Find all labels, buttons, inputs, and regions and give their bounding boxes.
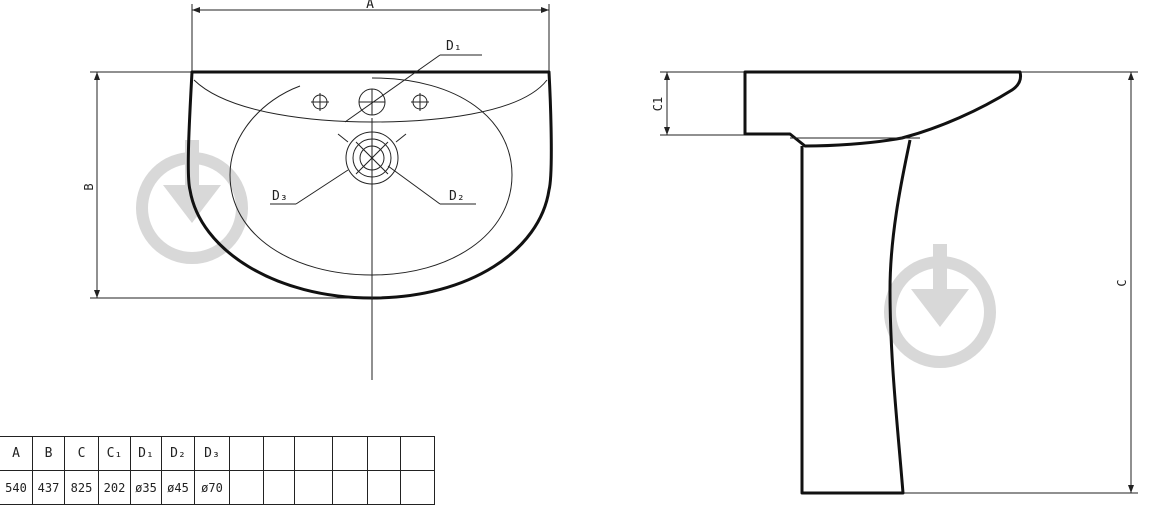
header-empty xyxy=(367,436,401,471)
value-d2: ø45 xyxy=(161,470,195,505)
watermark-download-icon xyxy=(884,244,996,368)
header-empty xyxy=(400,436,435,471)
top-view: A B D₁ D₂ xyxy=(82,0,553,380)
label-d2: D₂ xyxy=(449,189,465,204)
dimension-label-a: A xyxy=(366,0,374,12)
header-empty xyxy=(294,436,333,471)
value-empty xyxy=(367,470,401,505)
dimensions-table: A B C C₁ D₁ D₂ D₃ 540 437 825 202 ø35 ø4… xyxy=(0,436,435,505)
dimension-label-c: C xyxy=(1115,279,1129,286)
value-c: 825 xyxy=(64,470,99,505)
value-c1: 202 xyxy=(98,470,131,505)
header-empty xyxy=(332,436,368,471)
value-a: 540 xyxy=(0,470,33,505)
header-empty xyxy=(229,436,264,471)
side-view: C1 C xyxy=(651,70,1138,495)
header-d1: D₁ xyxy=(130,436,162,471)
value-empty xyxy=(332,470,368,505)
header-b: B xyxy=(32,436,65,471)
value-d1: ø35 xyxy=(130,470,162,505)
header-a: A xyxy=(0,436,33,471)
header-empty xyxy=(263,436,295,471)
label-d3: D₃ xyxy=(272,189,288,204)
value-b: 437 xyxy=(32,470,65,505)
header-d2: D₂ xyxy=(161,436,195,471)
header-d3: D₃ xyxy=(194,436,230,471)
value-empty xyxy=(229,470,264,505)
dimension-label-c1: C1 xyxy=(651,97,665,111)
header-c1: C₁ xyxy=(98,436,131,471)
dimension-label-b: B xyxy=(82,183,96,190)
value-d3: ø70 xyxy=(194,470,230,505)
value-empty xyxy=(294,470,333,505)
value-empty xyxy=(263,470,295,505)
header-c: C xyxy=(64,436,99,471)
value-empty xyxy=(400,470,435,505)
label-d1: D₁ xyxy=(446,39,462,54)
watermark-download-icon xyxy=(136,140,248,264)
